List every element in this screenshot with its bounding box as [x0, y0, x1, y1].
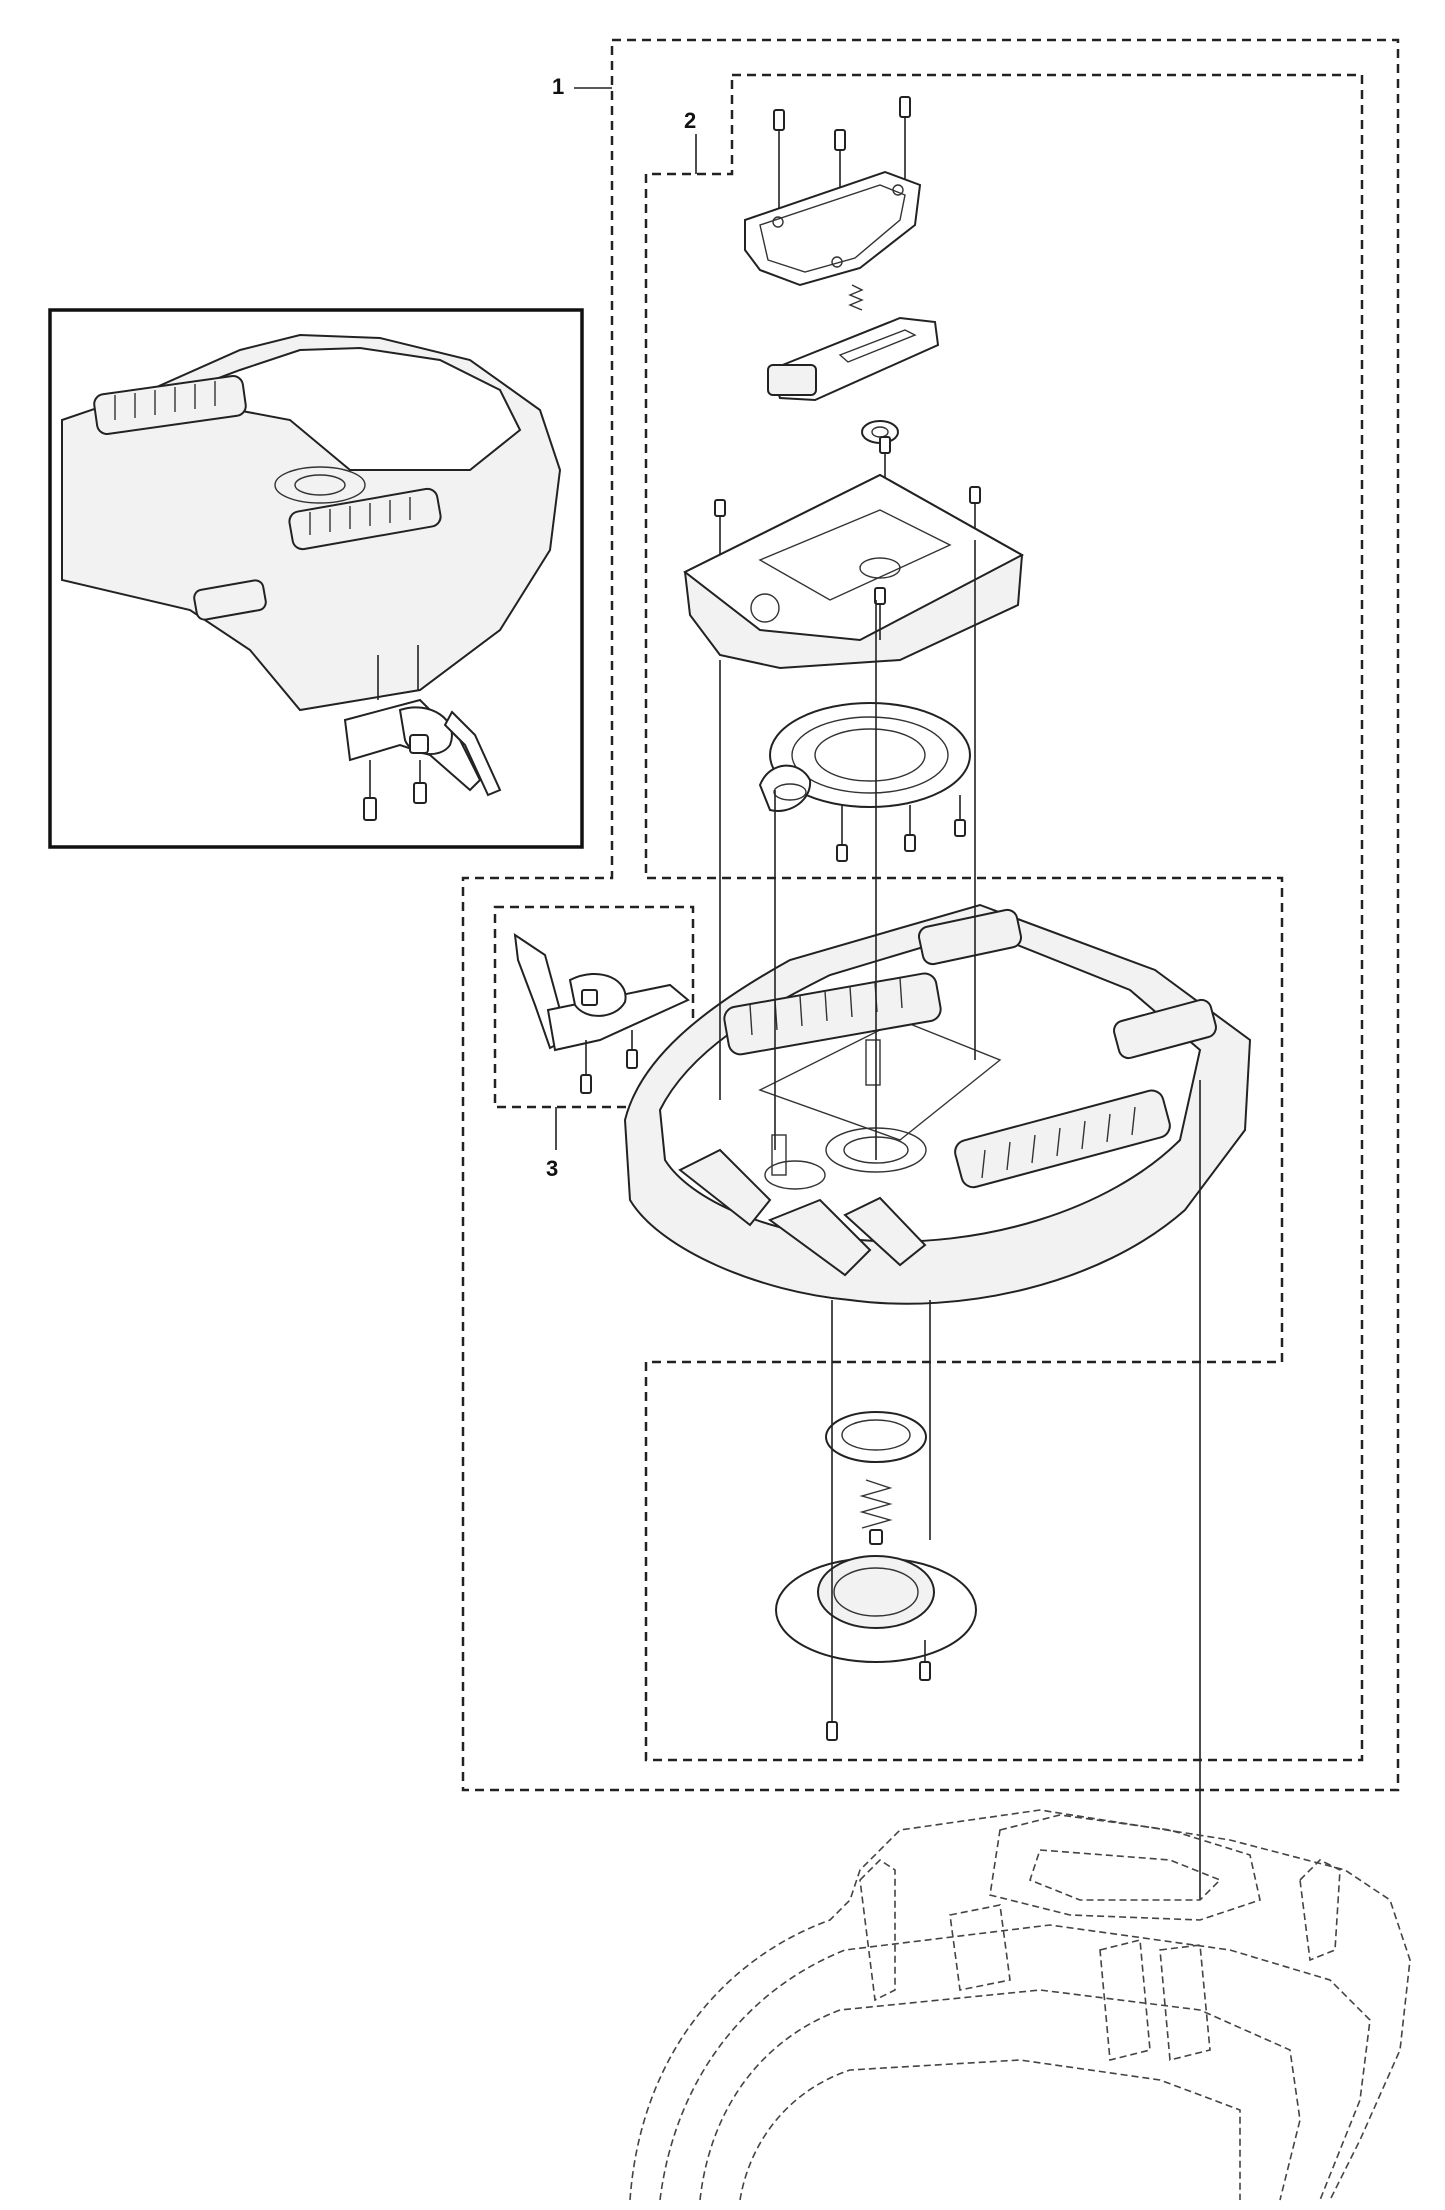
callout-2: 2: [684, 108, 697, 174]
bracket-assembly: [513, 932, 690, 1094]
latch-switch: [767, 316, 940, 444]
seal-plate: [758, 702, 971, 862]
top-cover-plate: [744, 96, 922, 311]
assembly-lines: [719, 540, 1201, 1900]
main-body-shell: [623, 903, 1252, 1305]
callout-1-label: 1: [552, 74, 564, 99]
callout-3: 3: [546, 1107, 558, 1181]
inset-screws: [363, 645, 427, 821]
height-adjust-assembly: [775, 1300, 977, 1741]
inset-detail: [48, 308, 584, 849]
group-1-boundary: [461, 38, 1400, 1792]
group-2-boundary: [644, 73, 1364, 1762]
mower-chassis-outline: [629, 1809, 1411, 2201]
callout-1: 1: [552, 74, 612, 99]
callout-2-label: 2: [684, 108, 696, 133]
upper-housing: [683, 436, 1025, 670]
callout-3-label: 3: [546, 1156, 558, 1181]
